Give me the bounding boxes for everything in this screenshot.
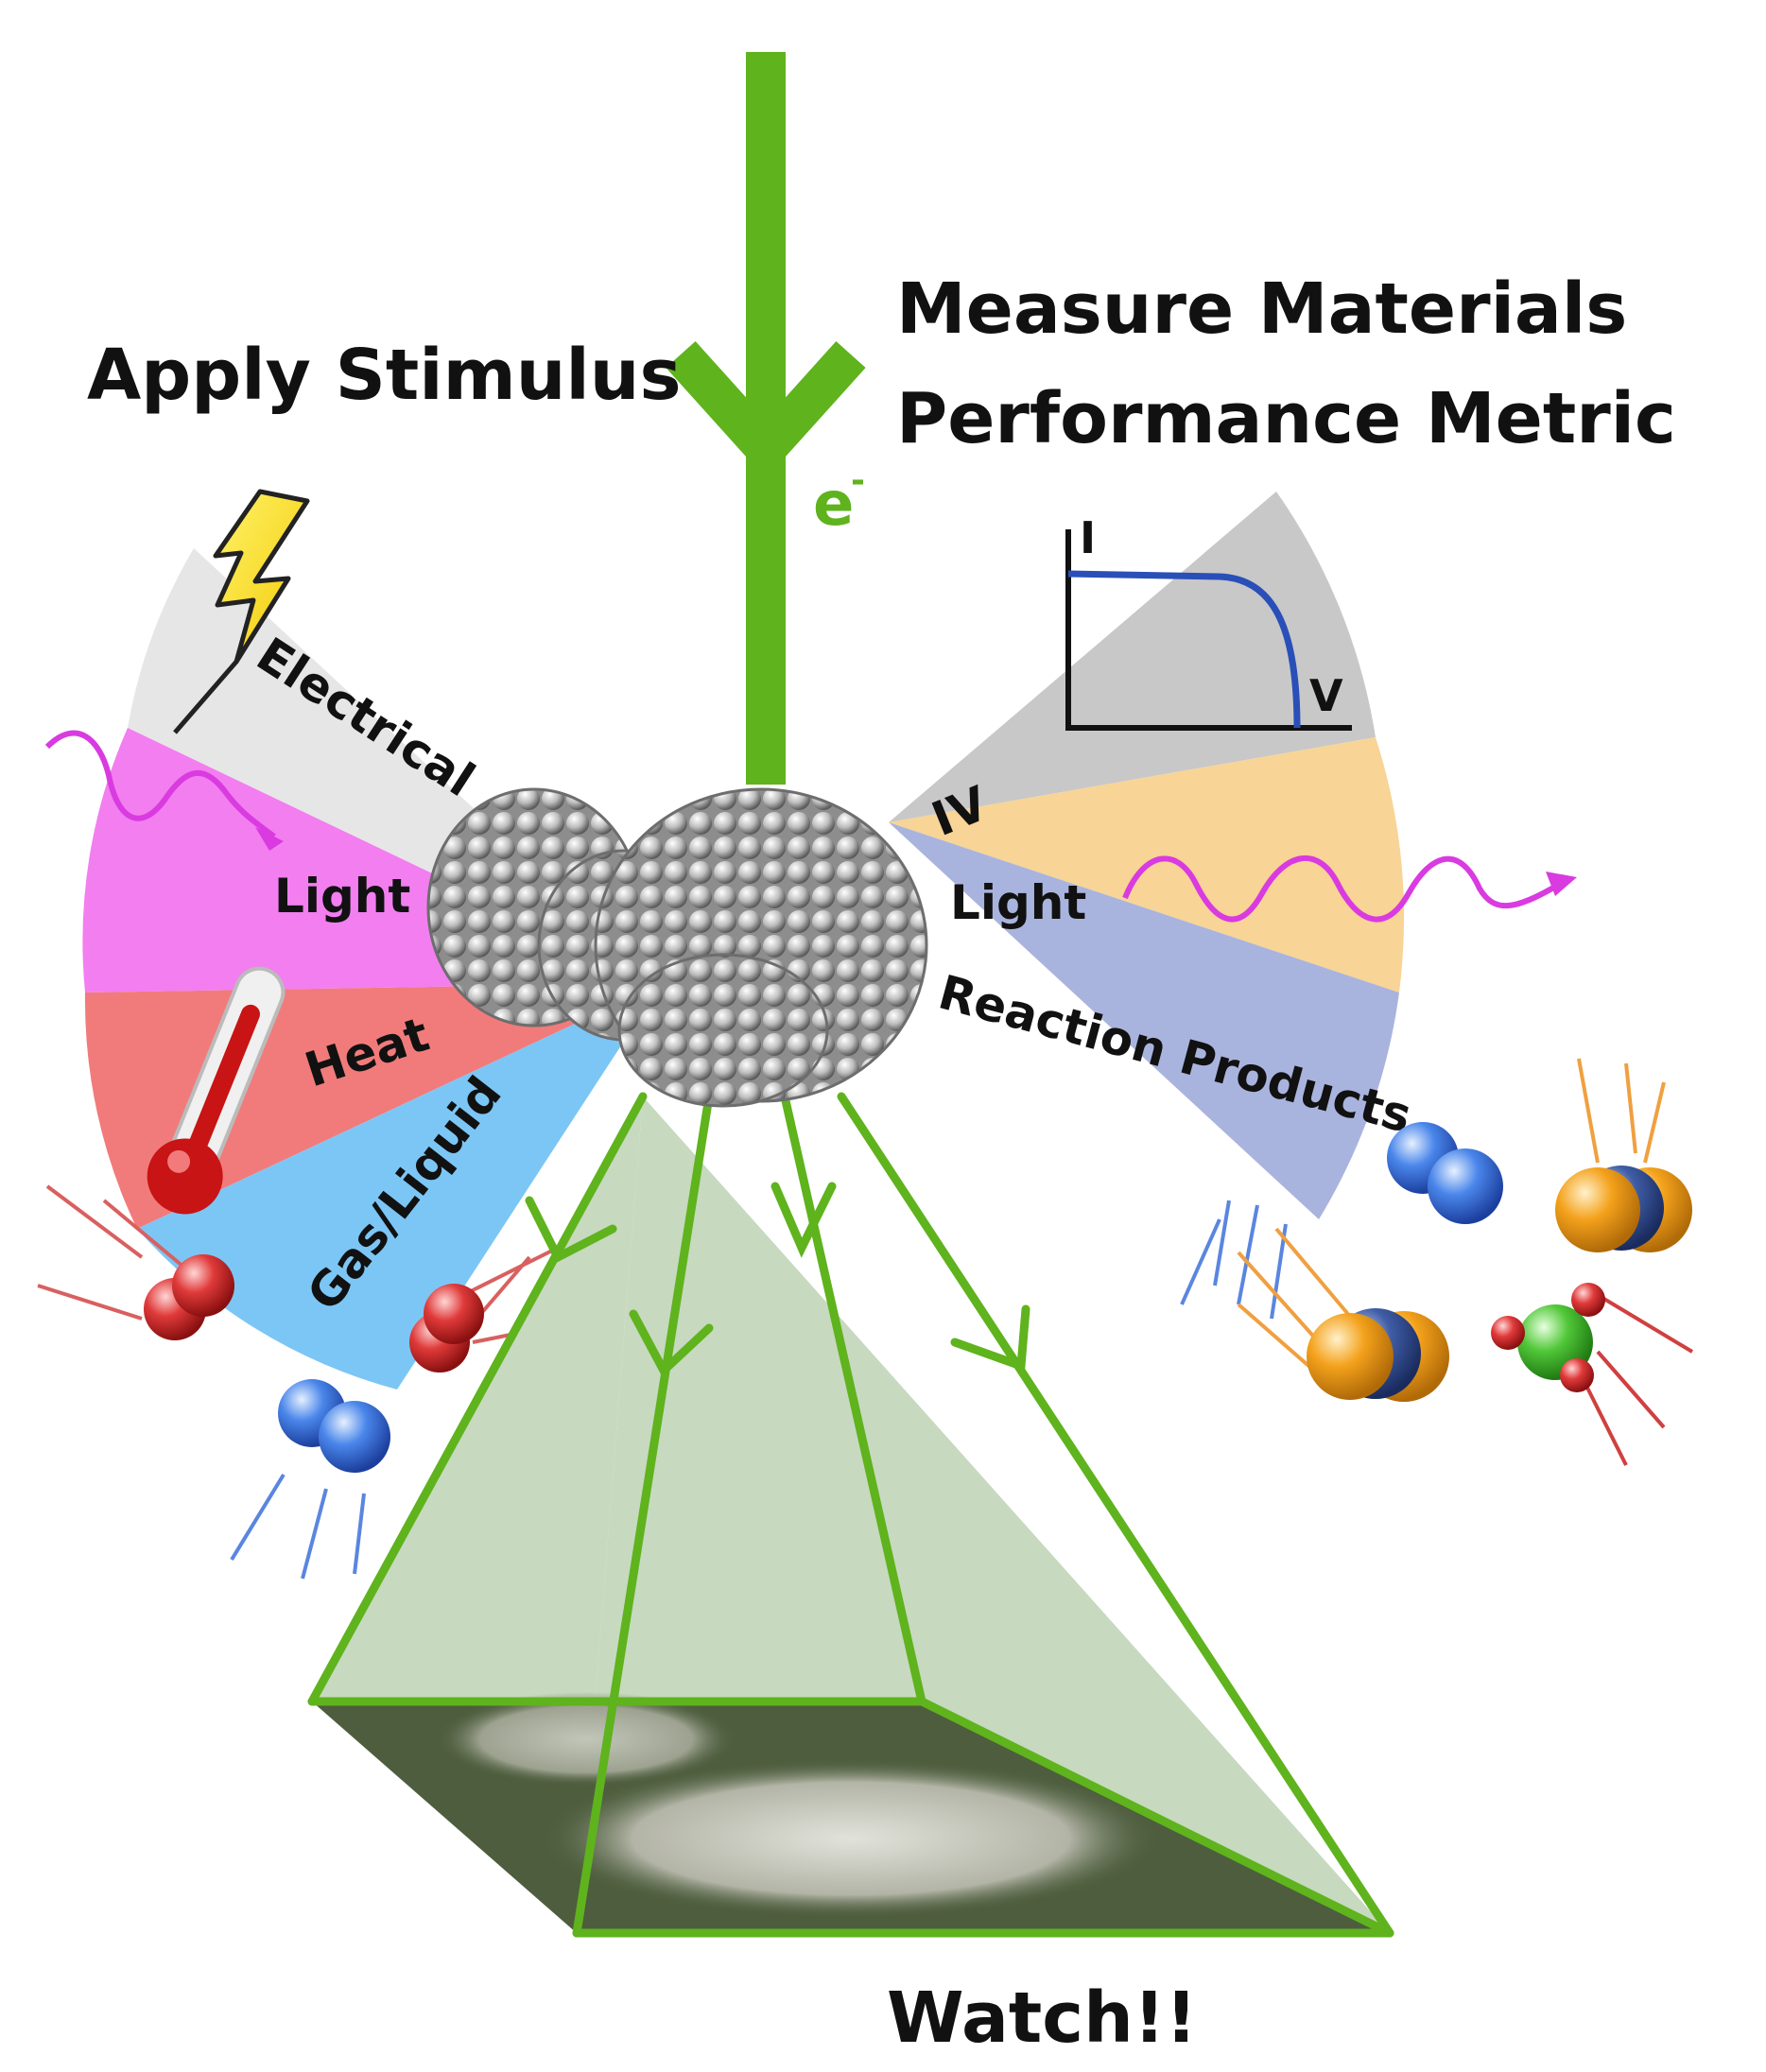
diffraction-pattern [539,1758,1163,1919]
lightning-bolt-icon [213,489,310,665]
diffraction-pattern-secondary [435,1692,737,1787]
iv-sector [889,492,1376,822]
metric-label-light: Light [950,875,1086,930]
beam-ray-2 [572,1092,714,1938]
apply-stimulus-heading: Apply Stimulus [87,335,682,416]
electron-superscript: - [851,461,865,500]
reaction-products-sector [889,822,1399,1219]
blue-molecule-left-icon [230,1379,390,1580]
incoming-light-wave-icon [44,730,276,839]
lightning-tail [173,660,238,734]
orange-molecule-bottom-icon [1237,1227,1449,1402]
watch-heading: Watch!! [887,1977,1197,2059]
outgoing-light-wave-icon [1122,855,1562,923]
ray-arrow-3 [770,1182,837,1258]
stimulus-label-light: Light [274,869,410,924]
screen-edge-right [917,1697,1394,1938]
gas-liquid-sector [137,983,662,1390]
iv-x-label: V [1309,670,1343,721]
metric-fan: I V IV Light Reaction Products [889,492,1694,1466]
beam-arrow-right [751,340,866,463]
red-molecule-left-icon [37,1184,234,1340]
orange-molecule-top-icon [1555,1058,1692,1252]
beam-arrow-left [666,340,781,463]
detector-projection [307,1092,1394,1938]
iv-y-label: I [1080,512,1096,563]
incoming-wave-arrowhead-icon [255,827,284,851]
nanoparticle-cluster-icon [426,787,928,1108]
ray-arrow-1 [525,1196,617,1264]
outgoing-wave-arrowhead-icon [1546,872,1577,896]
ray-arrow-2 [629,1309,714,1378]
thermometer-icon [147,966,286,1215]
electron-label: e [813,470,854,540]
red-molecule-right-icon [409,1236,578,1373]
iv-curve [1067,570,1301,729]
measure-heading-line1: Measure Materials [896,268,1627,350]
measure-heading-line2: Performance Metric [896,378,1676,459]
blue-molecule-product-icon [1180,1122,1503,1320]
electron-beam [666,52,866,785]
green-molecule-icon [1491,1283,1694,1466]
iv-plot: I V [1065,512,1352,731]
beam-ray-4 [837,1092,1394,1938]
ray-arrow-4 [950,1304,1030,1373]
beam-ray-1 [307,1092,648,1706]
beam-ray-3 [780,1092,926,1706]
